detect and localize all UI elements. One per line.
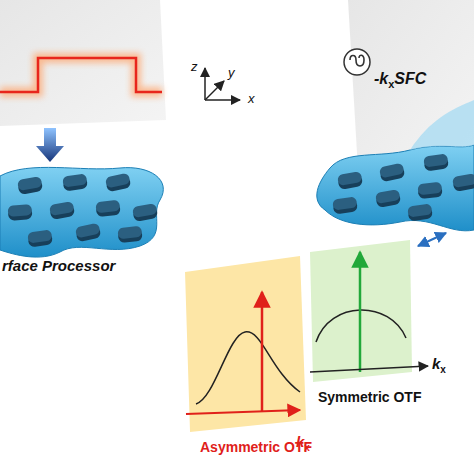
meta-atom bbox=[95, 200, 120, 217]
meta-atom bbox=[452, 173, 474, 192]
operator-label: SFC bbox=[394, 70, 426, 88]
panel-title: Symmetric OTF bbox=[318, 390, 421, 405]
processor-label: rface Processor bbox=[2, 258, 115, 275]
otf-panel bbox=[310, 240, 412, 382]
meta-atom bbox=[417, 182, 442, 199]
axis-label: k bbox=[432, 356, 440, 373]
meta-atom bbox=[49, 201, 75, 220]
operator-label: -k bbox=[374, 70, 388, 88]
input-plane bbox=[0, 0, 166, 126]
axis-label: kx bbox=[296, 434, 310, 451]
coordinate-axes bbox=[205, 68, 240, 100]
meta-atom bbox=[375, 189, 401, 208]
incident-arrow bbox=[36, 128, 64, 162]
meta-atom bbox=[75, 223, 102, 243]
subscript: x bbox=[440, 364, 446, 375]
meta-atom bbox=[27, 229, 53, 247]
meta-atom bbox=[117, 226, 142, 243]
operator-symbol bbox=[344, 49, 370, 75]
step-pulse bbox=[0, 58, 162, 92]
panel-title: Asymmetric OTF bbox=[200, 440, 312, 455]
meta-atom bbox=[379, 163, 406, 183]
meta-atom bbox=[105, 173, 132, 193]
meta-atom bbox=[423, 153, 449, 171]
otf-panel bbox=[185, 256, 306, 432]
meta-atom bbox=[332, 196, 358, 214]
pulse-glow bbox=[0, 58, 162, 92]
metasurface bbox=[317, 145, 474, 231]
meta-atom bbox=[337, 171, 363, 190]
metasurface bbox=[0, 167, 163, 257]
axis-label: z bbox=[191, 60, 198, 74]
axis-label: k bbox=[296, 434, 304, 451]
output-plane bbox=[348, 0, 474, 170]
meta-atoms bbox=[332, 153, 474, 221]
axis-label: kx bbox=[432, 356, 446, 373]
axis-label: y bbox=[228, 66, 235, 80]
kx-axis bbox=[310, 366, 428, 372]
meta-atom bbox=[62, 173, 88, 191]
meta-atom bbox=[132, 203, 158, 222]
meta-atom bbox=[7, 204, 32, 221]
red-arrow bbox=[261, 292, 264, 412]
meta-atom bbox=[407, 203, 433, 221]
green-arrow bbox=[359, 252, 362, 372]
subscript: x bbox=[388, 78, 394, 90]
axis-label: x bbox=[248, 92, 255, 106]
kx-axis bbox=[186, 410, 300, 414]
meta-atom bbox=[17, 176, 43, 195]
meta-atoms bbox=[7, 173, 158, 248]
operator-glyph bbox=[350, 55, 364, 66]
asymmetric-curve bbox=[196, 332, 300, 404]
surface-fold bbox=[410, 100, 474, 150]
subscript: x bbox=[304, 442, 310, 453]
translation-arrow bbox=[418, 233, 446, 246]
operator-label: -kxSFC bbox=[374, 70, 426, 88]
